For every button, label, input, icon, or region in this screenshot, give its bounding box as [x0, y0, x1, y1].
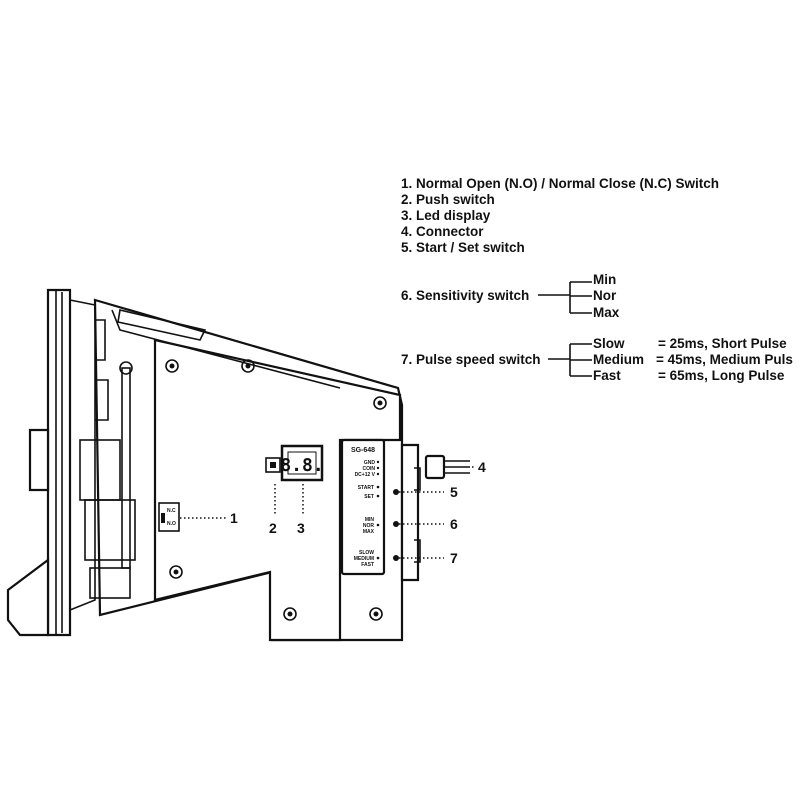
pulse-desc-slow: = 25ms, Short Pulse — [658, 336, 787, 351]
legend: 1. Normal Open (N.O) / Normal Close (N.C… — [401, 176, 793, 383]
callout-1: 1 — [230, 510, 238, 526]
sens-nor-label: NOR — [363, 523, 375, 529]
legend-item-2: 2. Push switch — [401, 192, 495, 207]
mechanism-tabs — [95, 319, 109, 421]
inner-block-3 — [89, 567, 131, 599]
callout-3: 3 — [297, 520, 305, 536]
callouts: 1 2 3 4 5 6 7 — [180, 459, 486, 566]
front-plate-edge — [55, 290, 63, 635]
model-label: SG-648 — [351, 447, 375, 454]
control-panel: SG-648 GND COIN DC+12 V START SET MIN NO… — [340, 438, 386, 576]
legend-item-4: 4. Connector — [401, 224, 484, 239]
callout-2: 2 — [269, 520, 277, 536]
circuit-board — [153, 338, 402, 642]
pulse-label: 7. Pulse speed switch — [401, 352, 541, 367]
legend-item-5: 5. Start / Set switch — [401, 240, 525, 255]
callout-6: 6 — [450, 516, 458, 532]
screw-holes — [165, 359, 387, 621]
sensitivity-option-max: Max — [593, 305, 620, 320]
side-rail — [400, 443, 420, 582]
sens-max-label: MAX — [363, 529, 375, 535]
callout-7: 7 — [450, 550, 458, 566]
rail-pivot — [119, 361, 133, 375]
led-digits: 8.8. — [280, 455, 323, 476]
start-label: START — [358, 485, 374, 491]
side-clips — [414, 467, 421, 563]
speed-switch-dot — [393, 555, 399, 561]
pulse-option-medium: Medium — [593, 352, 644, 367]
nc-no-switch: N.C N.O — [158, 502, 180, 532]
connector — [424, 454, 470, 480]
coin-chute — [6, 557, 50, 637]
sensitivity-option-min: Min — [593, 272, 616, 287]
set-label: SET — [364, 494, 374, 500]
inner-frame — [69, 299, 96, 611]
push-switch — [265, 457, 281, 473]
pulse-bracket — [548, 343, 592, 377]
front-bump — [28, 428, 50, 492]
sens-min-label: MIN — [365, 517, 375, 523]
inner-block-2 — [84, 499, 136, 561]
sensitivity-switch-dot — [393, 521, 399, 527]
speed-fast-label: FAST — [361, 562, 374, 568]
pulse-option-slow: Slow — [593, 336, 625, 351]
sensitivity-option-nor: Nor — [593, 288, 617, 303]
control-panel-box — [340, 438, 386, 576]
callout-5: 5 — [450, 484, 458, 500]
top-bevel — [111, 309, 341, 389]
legend-item-3: 3. Led display — [401, 208, 491, 223]
device-body: N.C N.O 8.8. SG-648 GND COIN DC+12 V STA… — [6, 288, 470, 642]
terminal-dc: DC+12 V — [355, 472, 376, 478]
speed-slow-label: SLOW — [359, 550, 374, 556]
front-plate — [46, 288, 72, 637]
led-display: 8.8. — [280, 444, 324, 482]
pulse-option-fast: Fast — [593, 368, 621, 383]
speed-medium-label: MEDIUM — [354, 556, 374, 562]
no-label: N.O — [167, 521, 176, 527]
nc-label: N.C — [167, 508, 176, 514]
terminal-gnd: GND — [364, 460, 376, 466]
top-rail — [117, 309, 207, 341]
pulse-desc-medium: = 45ms, Medium Puls — [656, 352, 793, 367]
callout-4: 4 — [478, 459, 486, 475]
sensitivity-label: 6. Sensitivity switch — [401, 288, 529, 303]
start-switch-dot — [393, 489, 399, 495]
connector-wires — [444, 460, 470, 474]
legend-item-1: 1. Normal Open (N.O) / Normal Close (N.C… — [401, 176, 719, 191]
terminal-coin: COIN — [363, 466, 376, 472]
pulse-desc-fast: = 65ms, Long Pulse — [658, 368, 785, 383]
sensitivity-bracket — [538, 281, 592, 314]
